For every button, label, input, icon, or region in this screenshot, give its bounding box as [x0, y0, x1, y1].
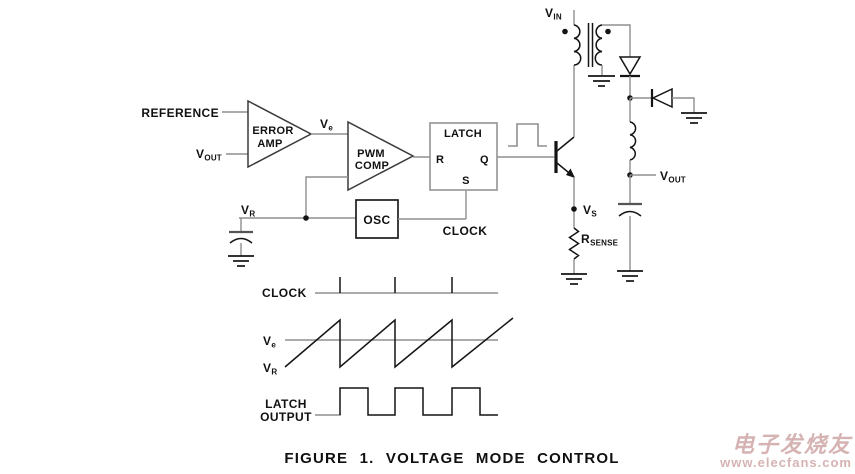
watermark-logo-text: 电子发烧友 — [731, 432, 852, 458]
latch-q-label: Q — [480, 154, 489, 166]
secondary-phase-dot — [605, 28, 611, 35]
watermark-url: www.elecfans.com — [720, 455, 852, 471]
ve-node-label: Ve — [320, 117, 333, 133]
output-capacitor — [617, 175, 643, 282]
clock-waveform-label: CLOCK — [262, 286, 307, 300]
reference-label: REFERENCE — [141, 106, 219, 120]
latch-r-label: R — [436, 154, 444, 166]
vout-input-label: VOUT — [196, 147, 222, 163]
output-inductor — [629, 98, 637, 175]
latch-label: LATCH — [444, 128, 482, 140]
rectifier-diode — [618, 56, 642, 98]
ground-symbol — [588, 75, 615, 87]
osc-label: OSC — [363, 213, 390, 227]
sense-resistor: RSENSE — [561, 227, 619, 285]
vout-node-label: VOUT — [660, 169, 686, 185]
ground-symbol — [617, 270, 643, 282]
vs-node-label: VS — [583, 203, 597, 219]
pwm-comparator: PWM COMP — [305, 120, 415, 218]
emitter-arrow-icon — [566, 168, 575, 178]
vr-rail: VR — [239, 203, 356, 221]
vr-waveform-label: VR — [263, 361, 277, 377]
vr-node-label: VR — [241, 203, 255, 219]
clock-signal-label: CLOCK — [443, 224, 488, 238]
rsense-label: RSENSE — [581, 232, 619, 248]
ground-symbol — [561, 273, 587, 285]
ground-symbol — [681, 112, 707, 124]
freewheel-diode — [630, 87, 707, 124]
ve-waveform-label: Ve — [263, 334, 276, 350]
latch-output-label-1: LATCH — [265, 397, 307, 411]
error-amp-label-1: ERROR — [252, 125, 293, 137]
npn-transistor — [554, 136, 575, 178]
ground-symbol — [228, 255, 254, 267]
error-amp: ERROR AMP — [222, 99, 313, 169]
osc-block: OSC CLOCK — [355, 190, 488, 239]
watermark: 电子发烧友 www.elecfans.com — [720, 433, 852, 470]
primary-winding — [573, 24, 582, 66]
latch-output-label-2: OUTPUT — [260, 410, 312, 424]
latch-output-waveform: LATCH OUTPUT — [260, 387, 498, 424]
pwm-label-1: PWM — [357, 148, 385, 160]
clock-waveform: CLOCK — [262, 277, 498, 300]
transformer — [562, 10, 631, 87]
junction-dot — [303, 215, 309, 221]
error-amp-label-2: AMP — [257, 138, 282, 150]
latch-block: LATCH R Q S — [413, 122, 554, 191]
ramp-waveform: Ve VR — [263, 317, 514, 377]
ramp-capacitor — [228, 218, 254, 267]
pwm-label-2: COMP — [355, 160, 389, 172]
figure-caption: FIGURE 1. VOLTAGE MODE CONTROL — [284, 450, 620, 467]
secondary-winding — [594, 24, 603, 66]
vs-junction-dot — [571, 206, 577, 212]
vin-label: VIN — [545, 6, 562, 22]
pulse-glyph — [508, 123, 547, 147]
latch-s-label: S — [462, 175, 470, 187]
primary-phase-dot — [562, 28, 568, 35]
